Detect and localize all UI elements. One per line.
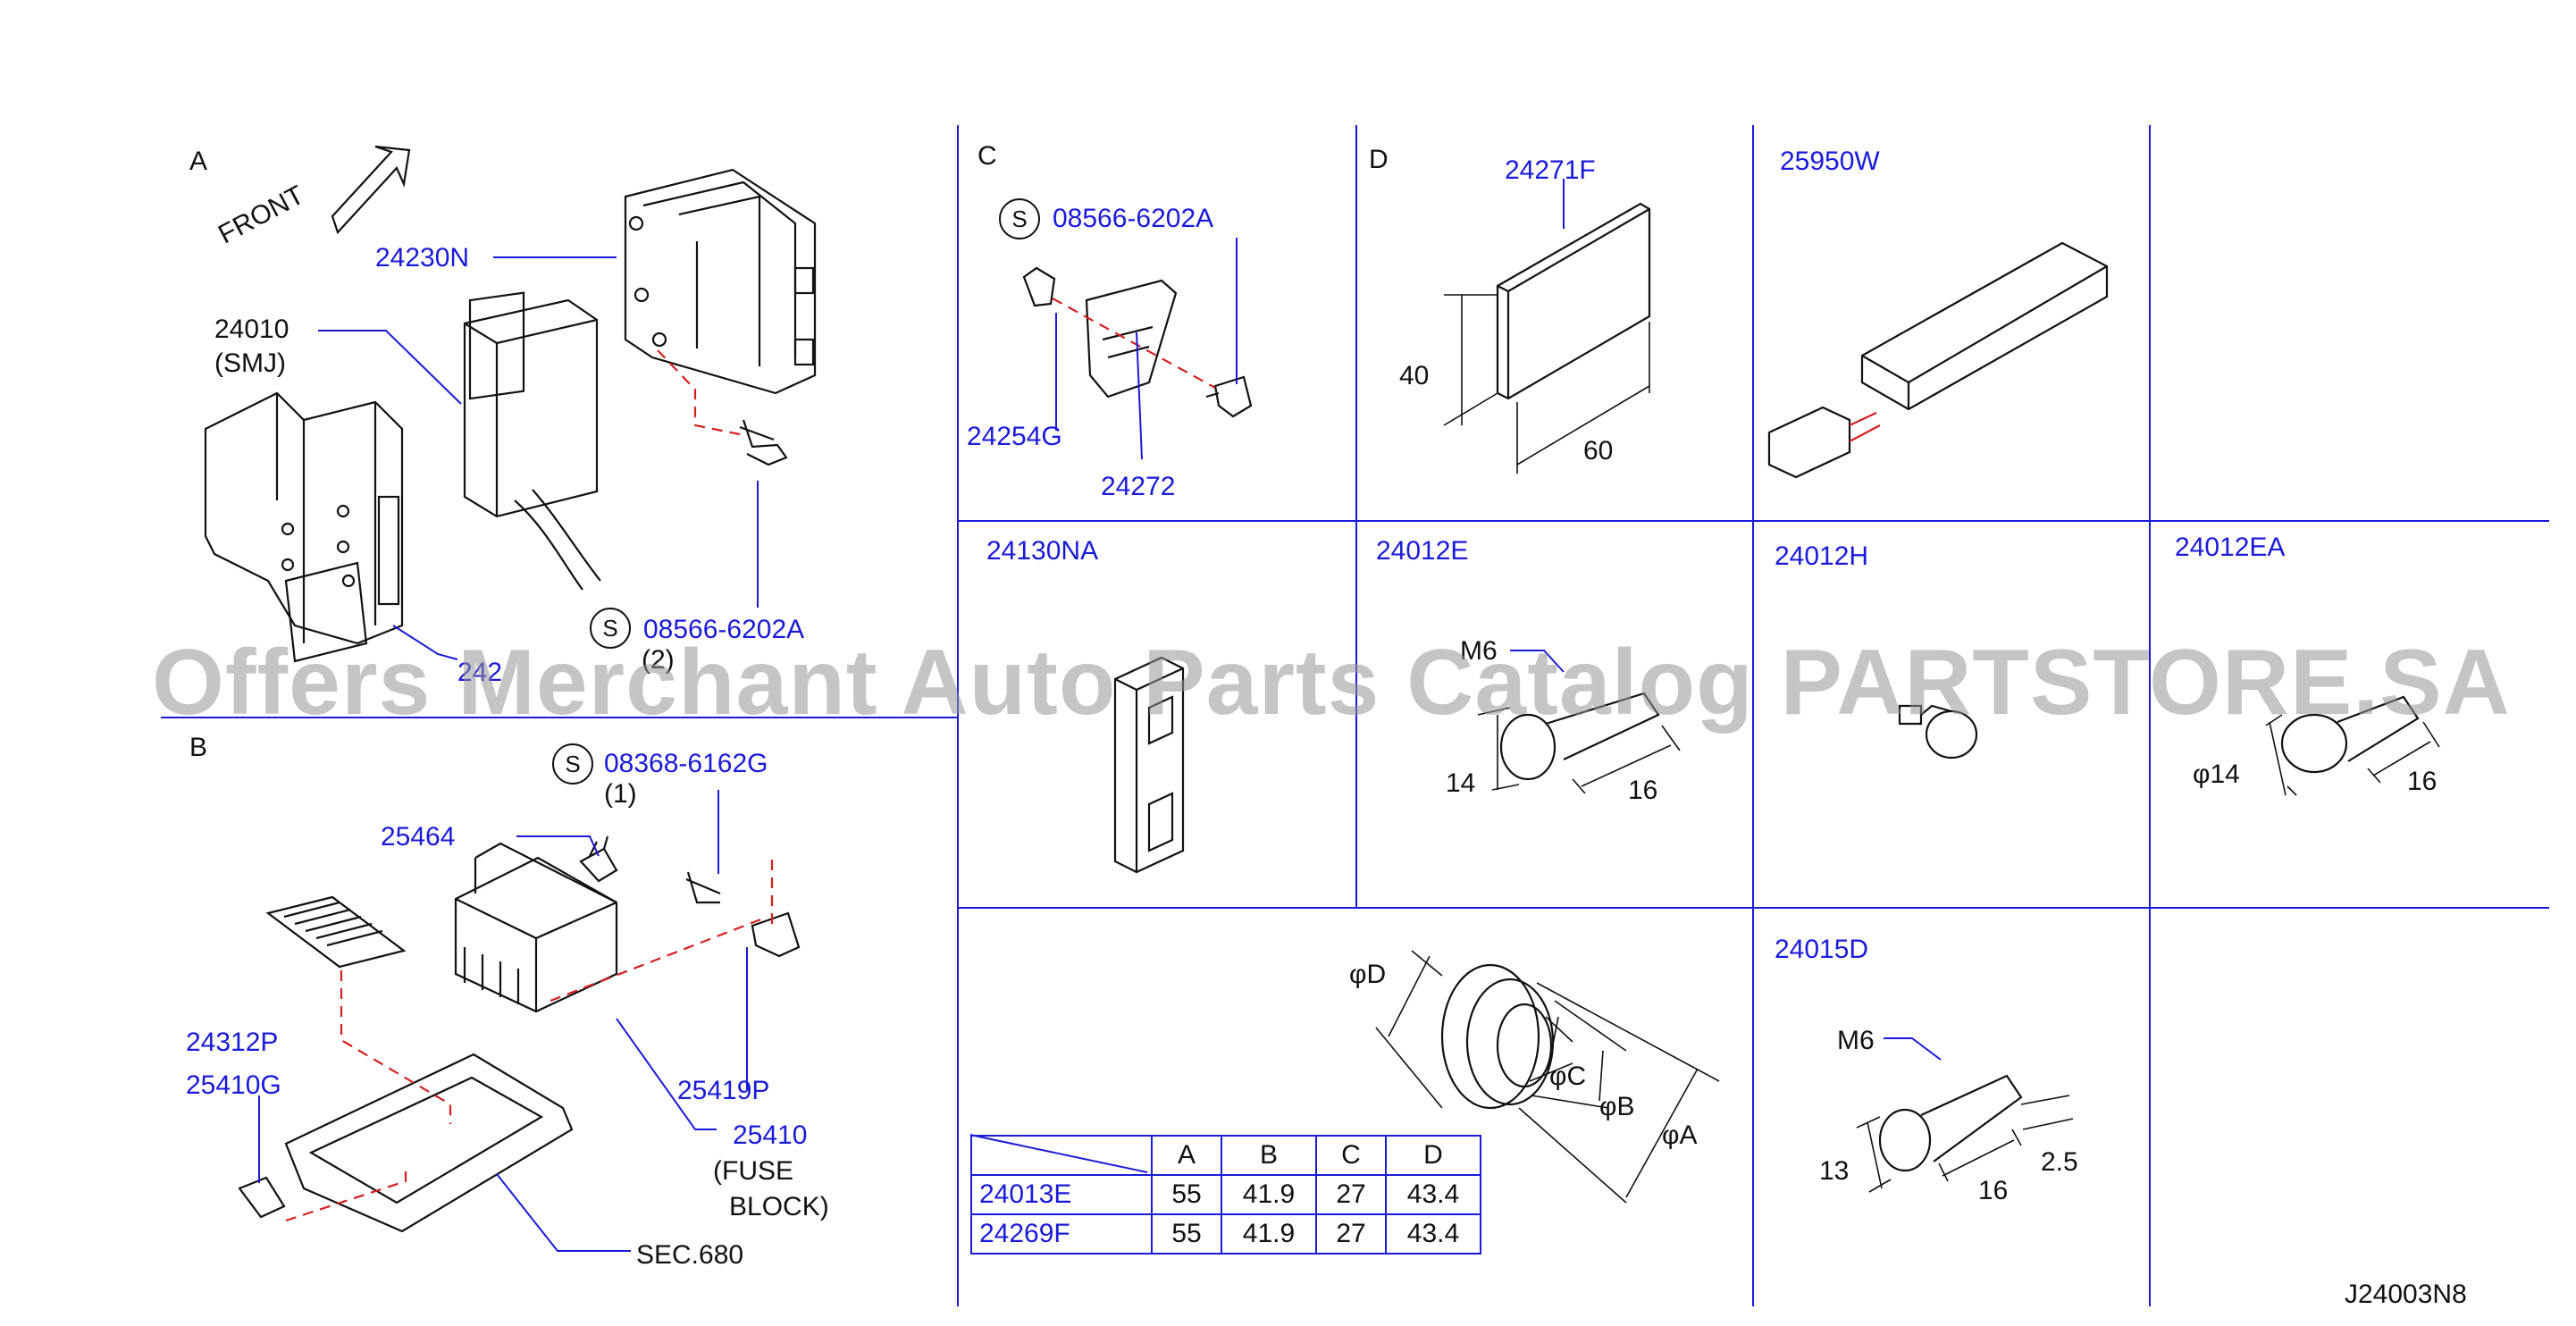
part-25464[interactable]: 25464 xyxy=(381,822,456,852)
table-header-cell: A xyxy=(1151,1135,1222,1176)
table-cell: 27 xyxy=(1315,1174,1387,1215)
part-24010-sub: (SMJ) xyxy=(214,348,286,378)
section-d-drawing xyxy=(1443,202,1651,474)
dim-15d-head: 13 xyxy=(1819,1156,1850,1186)
table-part-number[interactable]: 24013E xyxy=(970,1174,1153,1215)
table-cell: 41.9 xyxy=(1221,1213,1317,1255)
part-24015D[interactable]: 24015D xyxy=(1775,935,1869,964)
bolt-24012E-drawing xyxy=(1477,692,1681,794)
section-c-dashed-guide xyxy=(1052,298,1216,389)
part-242-obscured[interactable]: 242 xyxy=(457,658,503,687)
table-header-cell xyxy=(970,1135,1153,1176)
table-row: 24269F 55 41.9 27 43.4 xyxy=(970,1213,1481,1255)
part-25410-sub2: BLOCK) xyxy=(729,1192,829,1221)
section-c-drawing xyxy=(1022,266,1253,418)
bolt-24015D-drawing xyxy=(1856,1074,2074,1193)
dim-grommet-d: φD xyxy=(1349,960,1387,989)
dim-15d-length: 16 xyxy=(1978,1176,2009,1205)
dim-grommet-b: φB xyxy=(1599,1092,1635,1121)
part-24230N[interactable]: 24230N xyxy=(375,243,470,273)
dim-pad-height: 40 xyxy=(1399,361,1430,390)
table-header-cell: C xyxy=(1315,1135,1387,1176)
part-25950W[interactable]: 25950W xyxy=(1780,147,1880,176)
thread-24012E-leader xyxy=(1510,650,1565,673)
screw-symbol-icon: S xyxy=(590,608,631,649)
section-a-dashed-guide xyxy=(657,349,741,436)
dim-15d-thread: M6 xyxy=(1837,1026,1875,1055)
part-25410G[interactable]: 25410G xyxy=(186,1070,281,1100)
table-header-cell: B xyxy=(1221,1135,1317,1176)
table-row: 24013E 55 41.9 27 43.4 xyxy=(970,1174,1481,1215)
screw-symbol-icon: S xyxy=(999,198,1040,239)
grommet-drawing xyxy=(1375,950,1720,1204)
table-header-cell: D xyxy=(1385,1135,1481,1176)
dim-ea-length: 16 xyxy=(2407,767,2438,796)
clip-24012H-drawing xyxy=(1898,704,1978,760)
dim-grommet-c: φC xyxy=(1549,1062,1587,1091)
thread-24015D-leader xyxy=(1884,1037,1942,1061)
dim-e-length: 16 xyxy=(1628,776,1658,805)
part-25419P[interactable]: 25419P xyxy=(677,1076,770,1105)
section-b-drawing xyxy=(238,835,801,1233)
part-24272[interactable]: 24272 xyxy=(1101,472,1176,501)
part-24012EA[interactable]: 24012EA xyxy=(2175,533,2286,562)
table-cell: 55 xyxy=(1151,1213,1222,1255)
dim-e-thread: M6 xyxy=(1460,636,1498,666)
sec-680-reference[interactable]: SEC.680 xyxy=(636,1240,744,1270)
part-24012E[interactable]: 24012E xyxy=(1376,536,1469,566)
table-header-row: A B C D xyxy=(970,1135,1481,1176)
part-24010[interactable]: 24010 xyxy=(214,315,289,344)
section-b-label: B xyxy=(189,733,208,762)
watermark: Offers Merchant Auto Parts Catalog PARTS… xyxy=(152,631,2511,734)
part-a-screw[interactable]: 08566-6202A xyxy=(643,615,805,644)
connector-25950W-drawing xyxy=(1767,241,2109,479)
grommet-dimension-table: A B C D 24013E 55 41.9 27 43.4 24269F 55… xyxy=(970,1135,1481,1255)
dim-e-head: 14 xyxy=(1446,768,1476,798)
part-leader-lines xyxy=(258,179,1565,1252)
part-24254G[interactable]: 24254G xyxy=(967,422,1062,451)
grid-lines xyxy=(161,125,2549,1306)
front-arrow-icon xyxy=(331,145,411,235)
dim-ea-diameter: φ14 xyxy=(2193,760,2240,789)
table-cell: 43.4 xyxy=(1385,1213,1481,1255)
dim-15d-tip: 2.5 xyxy=(2041,1147,2078,1177)
section-a-label: A xyxy=(189,147,208,176)
table-cell: 55 xyxy=(1151,1174,1222,1215)
section-c-label: C xyxy=(978,141,997,171)
part-c-screw[interactable]: 08566-6202A xyxy=(1053,204,1214,233)
connector-25950W-guide xyxy=(1849,412,1881,442)
section-a-drawing xyxy=(204,145,817,663)
screw-symbol-icon: S xyxy=(552,743,593,785)
bracket-24130NA-drawing xyxy=(1113,656,1185,874)
part-b-screw[interactable]: 08368-6162G xyxy=(604,749,768,778)
dim-pad-width: 60 xyxy=(1583,436,1614,466)
part-25410[interactable]: 25410 xyxy=(733,1120,808,1150)
part-a-screw-qty: (2) xyxy=(642,645,675,675)
part-24271F[interactable]: 24271F xyxy=(1505,155,1596,185)
table-cell: 43.4 xyxy=(1385,1174,1481,1215)
part-24130NA[interactable]: 24130NA xyxy=(986,536,1099,566)
table-part-number[interactable]: 24269F xyxy=(970,1213,1153,1255)
part-24012H[interactable]: 24012H xyxy=(1775,541,1869,571)
part-b-screw-qty: (1) xyxy=(604,779,637,809)
part-25410-sub1: (FUSE xyxy=(713,1156,793,1186)
part-24312P[interactable]: 24312P xyxy=(186,1028,279,1057)
section-b-dashed-guide xyxy=(285,860,774,1222)
drawing-code: J24003N8 xyxy=(2345,1280,2467,1309)
section-d-label: D xyxy=(1369,145,1389,174)
bolt-24012EA-drawing xyxy=(2265,695,2440,796)
dim-grommet-a: φA xyxy=(1662,1120,1698,1150)
table-cell: 27 xyxy=(1315,1213,1387,1255)
table-cell: 41.9 xyxy=(1221,1174,1317,1215)
